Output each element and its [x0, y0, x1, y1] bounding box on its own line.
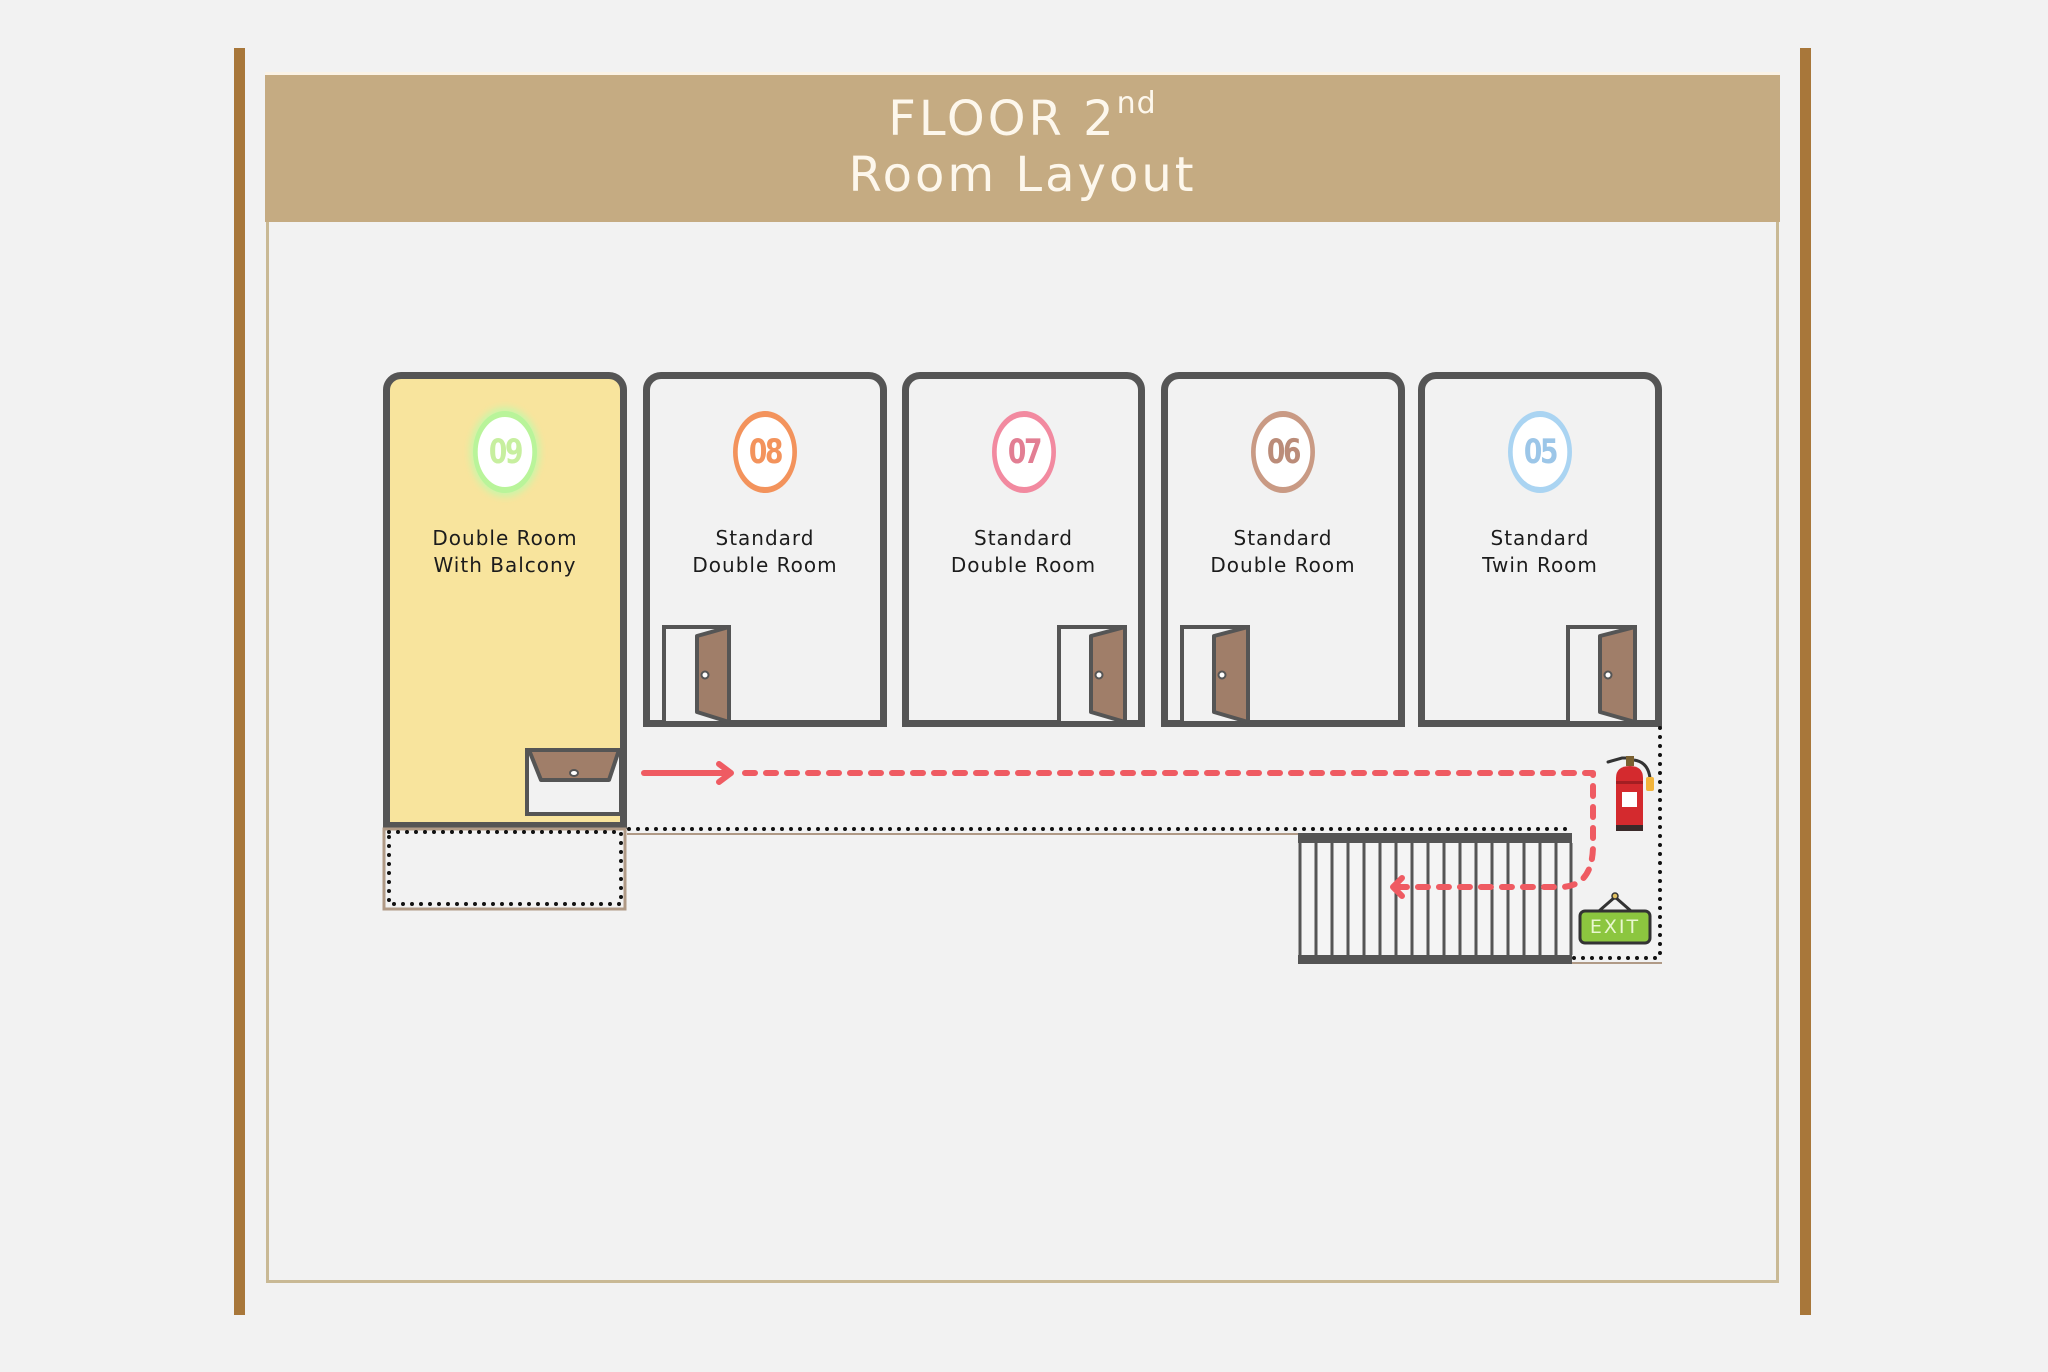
evacuation-route	[641, 761, 1596, 899]
room-type-line1: Standard	[1490, 526, 1590, 550]
room-type-line2: With Balcony	[433, 553, 577, 577]
room-06[interactable]: 06 Standard Double Room	[1161, 372, 1405, 727]
room-type-line2: Double Room	[950, 553, 1097, 577]
room-number-badge: 09	[473, 411, 537, 493]
exit-sign-icon	[1578, 892, 1652, 945]
room-type-line2: Double Room	[1210, 553, 1356, 577]
room-07[interactable]: 07 Standard Double Room	[902, 372, 1145, 727]
title-floor: FLOOR 2	[888, 91, 1117, 147]
room-number-badge: 07	[991, 411, 1056, 493]
room-type-line1: Standard	[1233, 526, 1333, 550]
room-09[interactable]: 09 Double Room With Balcony	[383, 372, 627, 829]
room-number: 05	[1523, 432, 1559, 472]
header-banner: FLOOR 2nd Room Layout	[265, 72, 1780, 222]
arrow-icon	[641, 761, 734, 785]
room-type-label: Standard Twin Room	[1425, 525, 1655, 579]
balcony	[382, 827, 627, 911]
door-icon	[1057, 625, 1127, 725]
room-type-line1: Standard	[715, 526, 815, 550]
room-08[interactable]: 08 Standard Double Room	[643, 372, 887, 727]
door-icon	[1566, 625, 1637, 725]
room-type-line2: Double Room	[692, 553, 838, 577]
room-type-label: Double Room With Balcony	[390, 525, 620, 579]
page-title-line1: FLOOR 2nd	[265, 89, 1780, 144]
room-number: 09	[488, 432, 524, 472]
room-number: 07	[1007, 432, 1042, 472]
room-number-badge: 06	[1251, 411, 1315, 493]
door-icon	[662, 625, 731, 725]
corridor-boundary	[627, 726, 1662, 964]
exit-sign-label: EXIT	[1589, 916, 1641, 938]
room-type-line1: Double Room	[432, 526, 578, 550]
staircase-icon	[1298, 833, 1573, 964]
room-type-line2: Twin Room	[1482, 553, 1598, 577]
title-ordinal: nd	[1116, 86, 1157, 121]
room-type-label: Standard Double Room	[1168, 525, 1398, 579]
door-icon	[1180, 625, 1250, 725]
fire-extinguisher-icon	[1606, 756, 1654, 831]
room-number: 08	[748, 432, 784, 472]
page-title-line2: Room Layout	[848, 147, 1197, 203]
room-number-badge: 08	[733, 411, 797, 493]
door-icon	[525, 748, 623, 816]
room-type-line1: Standard	[974, 526, 1073, 550]
left-banner-pole	[234, 48, 245, 1315]
room-number-badge: 05	[1508, 411, 1572, 493]
room-number: 06	[1266, 432, 1302, 472]
right-banner-pole	[1800, 48, 1811, 1315]
room-type-label: Standard Double Room	[909, 525, 1138, 579]
room-type-label: Standard Double Room	[650, 525, 880, 579]
